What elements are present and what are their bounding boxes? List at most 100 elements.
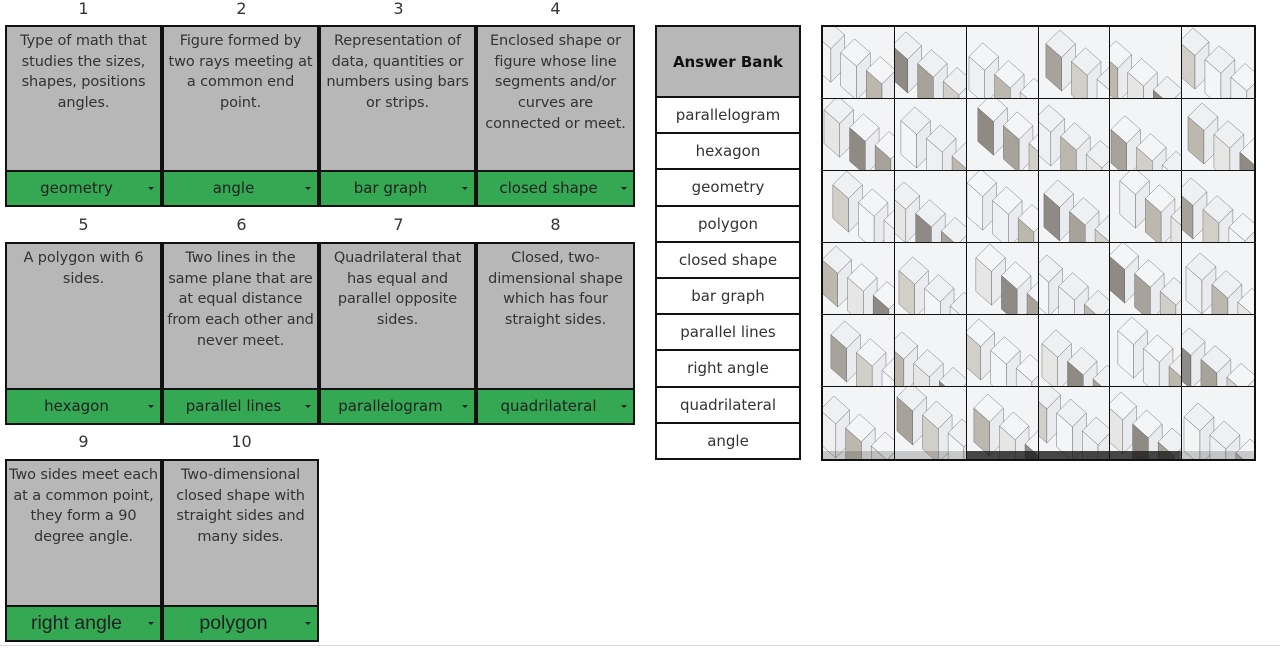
- answer-dropdown-6[interactable]: parallel lines: [162, 388, 319, 425]
- card-number-8: 8: [550, 215, 561, 234]
- answer-value: parallelogram: [338, 397, 443, 415]
- answer-value: quadrilateral: [500, 397, 597, 415]
- image-tile: [823, 387, 895, 459]
- dropdown-caret-icon[interactable]: [148, 404, 154, 408]
- answer-bank-item: polygon: [655, 206, 801, 243]
- image-tile: [1038, 315, 1111, 387]
- image-tile: [1110, 171, 1183, 243]
- answer-value: polygon: [199, 612, 268, 634]
- answer-dropdown-10[interactable]: polygon: [162, 605, 319, 642]
- image-tile: [966, 171, 1039, 243]
- card-description: A polygon with 6 sides.: [5, 242, 162, 389]
- image-tile: [1038, 171, 1111, 243]
- dropdown-caret-icon[interactable]: [305, 404, 311, 408]
- answer-bank: Answer Bank parallelogram hexagon geomet…: [655, 25, 801, 460]
- dropdown-caret-icon[interactable]: [148, 621, 154, 625]
- card-number-4: 4: [550, 0, 561, 18]
- answer-bank-item: closed shape: [655, 242, 801, 279]
- card-description: Two-dimensional closed shape with straig…: [162, 459, 319, 606]
- card-number-2: 2: [236, 0, 247, 18]
- card-number-3: 3: [393, 0, 404, 18]
- image-tile: [966, 99, 1039, 171]
- image-tile: [823, 315, 895, 387]
- reveal-image-mosaic: [821, 25, 1256, 461]
- image-tile: [1182, 171, 1254, 243]
- answer-bank-item: parallelogram: [655, 98, 801, 135]
- dropdown-caret-icon[interactable]: [462, 186, 468, 190]
- answer-value: closed shape: [499, 179, 598, 197]
- card-description: Type of math that studies the sizes, sha…: [5, 25, 162, 171]
- card-number-10: 10: [231, 432, 252, 451]
- image-tile: [1038, 387, 1111, 459]
- image-tile: [823, 99, 895, 171]
- answer-dropdown-9[interactable]: right angle: [5, 605, 162, 642]
- image-tile: [966, 387, 1039, 459]
- card-number-9: 9: [78, 432, 89, 451]
- card-description: Two lines in the same plane that are at …: [162, 242, 319, 389]
- image-tile: [1182, 315, 1254, 387]
- answer-bank-item: right angle: [655, 351, 801, 388]
- image-tile: [894, 171, 967, 243]
- answer-bank-item: bar graph: [655, 278, 801, 316]
- answer-bank-item: angle: [655, 423, 801, 460]
- image-tile: [1110, 315, 1183, 387]
- answer-value: bar graph: [353, 179, 428, 197]
- answer-dropdown-3[interactable]: bar graph: [319, 170, 476, 207]
- answer-dropdown-7[interactable]: parallelogram: [319, 388, 476, 425]
- answer-value: geometry: [40, 179, 113, 197]
- dropdown-caret-icon[interactable]: [462, 404, 468, 408]
- answer-value: parallel lines: [185, 397, 282, 415]
- answer-dropdown-1[interactable]: geometry: [5, 170, 162, 207]
- image-tile: [1182, 27, 1254, 99]
- card-number-7: 7: [393, 215, 404, 234]
- image-tile: [894, 243, 967, 315]
- image-tile: [1038, 27, 1111, 99]
- image-tile: [823, 243, 895, 315]
- answer-dropdown-4[interactable]: closed shape: [476, 170, 635, 207]
- image-tile: [894, 27, 967, 99]
- image-tile: [966, 27, 1039, 99]
- answer-bank-item: quadrilateral: [655, 387, 801, 424]
- answer-value: hexagon: [44, 397, 109, 415]
- image-tile: [1110, 27, 1183, 99]
- image-tile: [1110, 99, 1183, 171]
- bottom-divider: [0, 645, 1280, 646]
- image-tile: [1110, 243, 1183, 315]
- dropdown-caret-icon[interactable]: [621, 404, 627, 408]
- answer-bank-item: hexagon: [655, 134, 801, 171]
- dropdown-caret-icon[interactable]: [621, 186, 627, 190]
- image-tile: [894, 315, 967, 387]
- answer-value: angle: [212, 179, 255, 197]
- dropdown-caret-icon[interactable]: [148, 186, 154, 190]
- card-description: Representation of data, quantities or nu…: [319, 25, 476, 171]
- answer-bank-item: geometry: [655, 170, 801, 207]
- image-tile: [823, 27, 895, 99]
- image-tile: [1038, 243, 1111, 315]
- image-tile: [1038, 99, 1111, 171]
- card-description: Closed, two-dimensional shape which has …: [476, 242, 635, 389]
- card-description: Enclosed shape or figure whose line segm…: [476, 25, 635, 171]
- image-tile: [966, 243, 1039, 315]
- dropdown-caret-icon[interactable]: [305, 186, 311, 190]
- image-tile: [1182, 243, 1254, 315]
- answer-dropdown-5[interactable]: hexagon: [5, 388, 162, 425]
- image-tile: [966, 315, 1039, 387]
- image-tile: [1110, 387, 1183, 459]
- answer-bank-title: Answer Bank: [655, 25, 801, 98]
- card-number-6: 6: [236, 215, 247, 234]
- card-number-5: 5: [78, 215, 89, 234]
- answer-dropdown-8[interactable]: quadrilateral: [476, 388, 635, 425]
- dropdown-caret-icon[interactable]: [305, 621, 311, 625]
- card-description: Quadrilateral that has equal and paralle…: [319, 242, 476, 389]
- answer-value: right angle: [30, 612, 123, 634]
- card-description: Two sides meet each at a common point, t…: [5, 459, 162, 606]
- card-description: Figure formed by two rays meeting at a c…: [162, 25, 319, 171]
- image-tile: [894, 387, 967, 459]
- image-tile: [823, 171, 895, 243]
- image-tile: [1182, 99, 1254, 171]
- card-number-1: 1: [78, 0, 89, 18]
- image-tile: [894, 99, 967, 171]
- answer-bank-item: parallel lines: [655, 315, 801, 352]
- answer-dropdown-2[interactable]: angle: [162, 170, 319, 207]
- image-tile: [1182, 387, 1254, 459]
